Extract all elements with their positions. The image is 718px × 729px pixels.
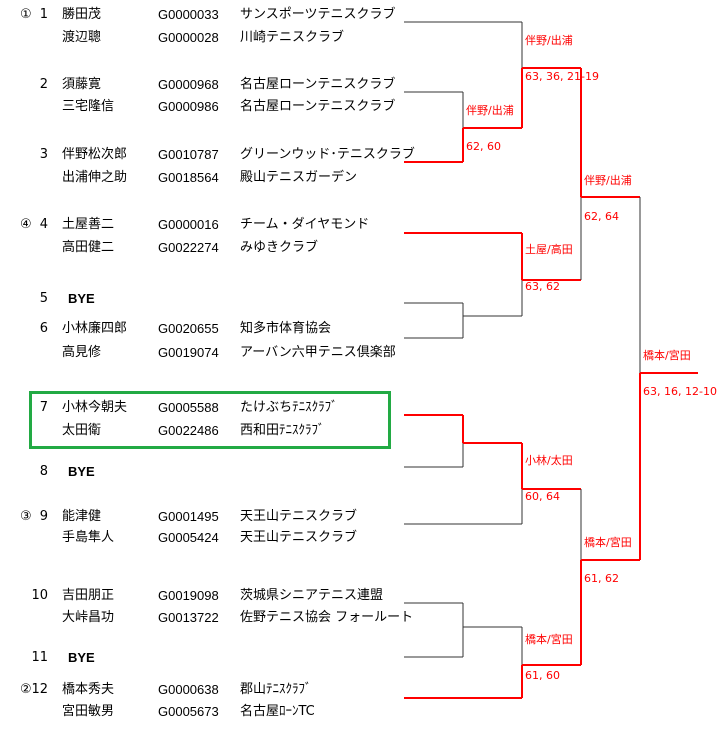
match-winner: 伴野/出浦 (584, 174, 632, 187)
player-club: 西和田ﾃﾆｽｸﾗﾌﾞ (240, 423, 325, 438)
player-id: G0000968 (158, 77, 219, 92)
player-name: 勝田茂 (62, 7, 102, 22)
player-club: 知多市体育協会 (240, 321, 332, 336)
seed-mark: ③ (20, 509, 32, 524)
player-club: サンスポーツテニスクラブ (240, 7, 396, 22)
match-score: 63, 16, 12-10 (643, 385, 717, 398)
seed-mark: ① (20, 7, 32, 22)
entry-number: 4 (39, 217, 48, 232)
player-id: G0000016 (158, 217, 219, 232)
entry-number: 7 (39, 400, 48, 415)
entry-number: 5 (39, 291, 48, 306)
player-id: G0000638 (158, 682, 219, 697)
player-club: 名古屋ローンテニスクラブ (240, 77, 396, 92)
player-id: G0013722 (158, 610, 219, 625)
entry-number: 12 (31, 682, 48, 697)
player-id: G0018564 (158, 170, 219, 185)
player-club: アーバン六甲テニス倶楽部 (240, 345, 396, 360)
player-name: 小林今朝夫 (62, 400, 128, 415)
player-id: G0019074 (158, 345, 219, 360)
player-name: 大峠昌功 (62, 610, 115, 625)
entry-number: 3 (39, 147, 48, 162)
player-id: G0005673 (158, 704, 219, 719)
player-club: 名古屋ローンテニスクラブ (240, 99, 396, 114)
match-score: 63, 36, 21-19 (525, 70, 599, 83)
match-score: 60, 64 (525, 490, 560, 503)
player-name: 橋本秀夫 (62, 682, 115, 697)
player-name: 太田衛 (62, 423, 102, 438)
player-name: 須藤寛 (62, 77, 102, 92)
player-name: 土屋善二 (62, 217, 115, 232)
match-winner: 橋本/宮田 (525, 633, 573, 646)
player-id: G0001495 (158, 509, 219, 524)
seed-mark: ④ (20, 217, 32, 232)
match-winner: 小林/太田 (525, 454, 573, 467)
player-club: グリーンウッド･テニスクラブ (240, 147, 415, 162)
match-winner: 土屋/高田 (525, 243, 573, 256)
player-name: 出浦伸之助 (62, 170, 128, 185)
match-winner: 橋本/宮田 (584, 536, 632, 549)
match-winner: 伴野/出浦 (466, 104, 514, 117)
entry-number: 2 (39, 77, 48, 92)
player-club: 天王山テニスクラブ (240, 530, 358, 545)
entry-number: 6 (39, 321, 48, 336)
player-id: G0022486 (158, 423, 219, 438)
player-id: G0005588 (158, 400, 219, 415)
player-id: G0020655 (158, 321, 219, 336)
player-club: みゆきクラブ (240, 240, 319, 255)
bye-label: BYE (68, 291, 95, 306)
player-name: 小林廉四郎 (62, 321, 128, 336)
player-id: G0022274 (158, 240, 219, 255)
player-id: G0010787 (158, 147, 219, 162)
player-club: 郡山ﾃﾆｽｸﾗﾌﾞ (240, 682, 312, 697)
match-score: 62, 64 (584, 210, 619, 223)
player-name: 宮田敏男 (62, 704, 115, 719)
match-score: 61, 62 (584, 572, 619, 585)
player-name: 三宅隆信 (62, 99, 115, 114)
entry-number: 1 (39, 7, 48, 22)
match-score: 61, 60 (525, 669, 560, 682)
player-id: G0000986 (158, 99, 219, 114)
player-id: G0000033 (158, 7, 219, 22)
bye-label: BYE (68, 650, 95, 665)
player-id: G0005424 (158, 530, 219, 545)
player-club: 天王山テニスクラブ (240, 509, 358, 524)
highlighted-entry-box (29, 391, 391, 449)
bye-label: BYE (68, 464, 95, 479)
player-name: 吉田朋正 (62, 588, 115, 603)
player-name: 高田健二 (62, 240, 115, 255)
player-name: 伴野松次郎 (62, 147, 128, 162)
player-id: G0019098 (158, 588, 219, 603)
player-name: 渡辺聰 (62, 30, 102, 45)
seed-mark: ② (20, 682, 32, 697)
player-club: 殿山テニスガーデン (240, 170, 358, 185)
match-winner: 橋本/宮田 (643, 349, 691, 362)
player-id: G0000028 (158, 30, 219, 45)
match-score: 63, 62 (525, 280, 560, 293)
player-name: 高見修 (62, 345, 102, 360)
player-club: チーム・ダイヤモンド (240, 217, 370, 232)
match-score: 62, 60 (466, 140, 501, 153)
player-name: 能津健 (62, 509, 102, 524)
player-club: 佐野テニス協会 フォールート (240, 610, 414, 625)
player-club: たけぶちﾃﾆｽｸﾗﾌﾞ (240, 400, 338, 415)
player-name: 手島隼人 (62, 530, 115, 545)
entry-number: 10 (31, 588, 48, 603)
match-winner: 伴野/出浦 (525, 34, 573, 47)
player-club: 名古屋ﾛｰﾝTC (240, 704, 315, 719)
player-club: 川崎テニスクラブ (240, 30, 345, 45)
entry-number: 8 (39, 464, 48, 479)
entry-number: 11 (31, 650, 48, 665)
player-club: 茨城県シニアテニス連盟 (240, 588, 384, 603)
entry-number: 9 (39, 509, 48, 524)
